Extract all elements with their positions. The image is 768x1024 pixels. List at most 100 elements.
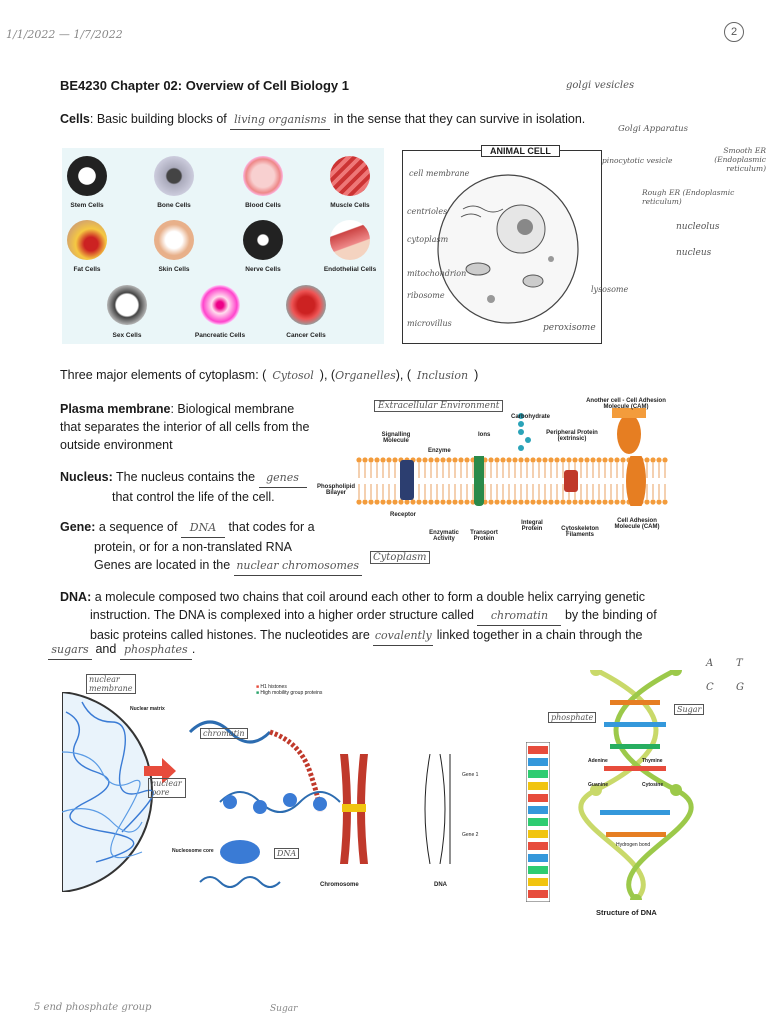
- membrane-label: Signalling Molecule: [381, 432, 411, 444]
- legend-item: H1 histones: [260, 684, 287, 690]
- membrane-label: Phospholipid Bilayer: [317, 484, 355, 496]
- membrane-label: Another cell - Cell Adhesion Molecule (C…: [586, 398, 666, 410]
- chromatin-note: chromatin: [200, 728, 248, 739]
- nucleus-text-b: that control the life of the cell.: [112, 490, 275, 504]
- membrane-label: Enzyme: [428, 448, 451, 454]
- endothelial-cell-icon: [330, 220, 370, 260]
- cytoplasm-sep: ), (: [319, 368, 336, 382]
- dna-period: .: [191, 642, 196, 656]
- cells-term: Cells: [60, 112, 90, 126]
- base-label: Guanine: [588, 782, 609, 788]
- dna-definition: DNA: a molecule composed two chains that…: [60, 588, 700, 646]
- cell-label: Fat Cells: [73, 266, 101, 273]
- dna-blank-4: phosphates: [119, 640, 192, 660]
- dna-term: DNA:: [60, 590, 92, 604]
- dna-line1: a molecule composed two chains that coil…: [94, 590, 646, 604]
- membrane-label: Transport Protein: [470, 530, 498, 542]
- cytoplasm-blank-b: Organelles: [335, 369, 396, 382]
- animal-cell-note: pinocytotic vesicle: [602, 156, 673, 165]
- muscle-cell-icon: [330, 156, 370, 196]
- corner-base: T: [736, 658, 743, 669]
- stem-cell-icon: [67, 156, 107, 196]
- cancer-cell-icon: [286, 285, 326, 325]
- cytoplasm-end: ): [474, 368, 479, 382]
- nucleus-definition: Nucleus: The nucleus contains the genes …: [60, 468, 320, 506]
- animal-cell-note: cell membrane: [409, 169, 470, 178]
- dna-blank-1: chromatin: [477, 606, 562, 626]
- cytoplasm-box: Cytoplasm: [370, 551, 430, 564]
- skin-cell-icon: [154, 220, 194, 260]
- cell-label: Endothelial Cells: [323, 266, 377, 273]
- pancreatic-cell-icon: [200, 285, 240, 325]
- cell-label: Muscle Cells: [330, 202, 370, 209]
- chromatin-fiber-illustration: [188, 720, 341, 888]
- gene-blank-2: nuclear chromosomes: [233, 556, 362, 576]
- cells-definition: Cells: Basic building blocks of living o…: [60, 110, 585, 130]
- chromatin-label: DNA: [434, 882, 447, 888]
- dna-note: DNA: [274, 848, 300, 859]
- plasma-membrane-definition: Plasma membrane: Biological membrane tha…: [60, 400, 310, 454]
- cells-blank: living organisms: [230, 110, 331, 130]
- gene-line3: Genes are located in the: [94, 558, 231, 572]
- animal-cell-note: mitochondrion: [407, 269, 467, 278]
- cells-text-a: : Basic building blocks of: [89, 112, 227, 126]
- animal-cell-note: centrioles: [407, 207, 448, 216]
- membrane-label: Receptor: [390, 512, 417, 518]
- dna-and: and: [95, 642, 117, 656]
- animal-cell-note: peroxisome: [543, 323, 596, 333]
- footer-note: Sugar: [270, 1004, 298, 1014]
- chromatin-label: Nuclear matrix: [130, 706, 165, 712]
- cell-label: Skin Cells: [158, 266, 190, 273]
- double-helix-illustration: [578, 670, 694, 900]
- cell-label: Cancer Cells: [286, 332, 326, 339]
- animal-cell-note: nucleus: [676, 248, 712, 258]
- animal-cell-title: ANIMAL CELL: [481, 145, 560, 157]
- dna-line3b: linked together in a chain through the: [436, 628, 643, 642]
- membrane-label: Ions: [478, 432, 491, 438]
- hydrogen-bond-label: Hydrogen bond: [616, 842, 651, 848]
- phospholipid-bilayer: [356, 456, 668, 506]
- animal-cell-note: Rough ER (Endoplasmic reticulum): [642, 188, 735, 206]
- nucleus-term: Nucleus:: [60, 470, 113, 484]
- gene-definition: Gene: a sequence of DNA that codes for a…: [60, 518, 380, 576]
- animal-cell-note: ribosome: [407, 291, 445, 300]
- nucleus-blank: genes: [258, 468, 307, 488]
- extracellular-label: Extracellular Environment: [374, 400, 504, 412]
- blood-cell-icon: [243, 156, 283, 196]
- dna-strand-icon: [424, 754, 451, 864]
- date-range: 1/1/2022 — 1/7/2022: [6, 28, 123, 41]
- base-pair-strip: [526, 742, 550, 902]
- cell-label: Sex Cells: [112, 332, 142, 339]
- membrane-label: Carbohydrate: [511, 414, 551, 420]
- animal-cell-note: golgi vesicles: [566, 80, 635, 91]
- chromatin-diagram: ■ H1 histones ■ High mobility group prot…: [62, 672, 502, 902]
- gene-text-a: a sequence of: [98, 520, 178, 534]
- cytoplasm-blank-a: Cytosol: [272, 369, 314, 382]
- membrane-label: Integral Protein: [521, 520, 543, 532]
- dna-structure-diagram: A T C G phosphate Sugar Adenine Thymine …: [548, 658, 766, 920]
- membrane-label: Cell Adhesion Molecule (CAM): [614, 518, 660, 530]
- page-number: 2: [724, 22, 744, 42]
- membrane-label: Peripheral Protein (extrinsic): [546, 430, 598, 442]
- nucleus-network-illustration: [62, 692, 154, 892]
- cell-label: Bone Cells: [157, 202, 191, 209]
- animal-cell-diagram: ANIMAL CELL cell membrane centrioles cyt…: [402, 145, 628, 344]
- animal-cell-note: microvillus: [407, 319, 452, 328]
- dna-line4: sugars and phosphates.: [48, 640, 195, 660]
- dna-line3: basic proteins called histones. The nucl…: [90, 628, 370, 642]
- base-label: Adenine: [588, 758, 608, 764]
- dna-blank-2: covalently: [373, 626, 434, 646]
- dna-structure-caption: Structure of DNA: [596, 908, 657, 917]
- nuclear-membrane-note: nuclear membrane: [86, 674, 136, 694]
- cell-label: Pancreatic Cells: [194, 332, 246, 339]
- chromatin-label: Nucleosome core: [172, 848, 214, 854]
- carbohydrate-chain-icon: [518, 413, 531, 451]
- cam-molecule-icon: [612, 408, 646, 454]
- nuclear-pore-note: nuclear pore: [148, 778, 186, 798]
- animal-cell-note: Smooth ER (Endoplasmic reticulum): [714, 146, 766, 173]
- legend-item: High mobility group proteins: [260, 690, 323, 696]
- plasma-term: Plasma membrane: [60, 402, 171, 416]
- cell-label: Blood Cells: [245, 202, 281, 209]
- corner-base: G: [736, 682, 744, 693]
- chromatin-legend: ■ H1 histones ■ High mobility group prot…: [256, 684, 323, 696]
